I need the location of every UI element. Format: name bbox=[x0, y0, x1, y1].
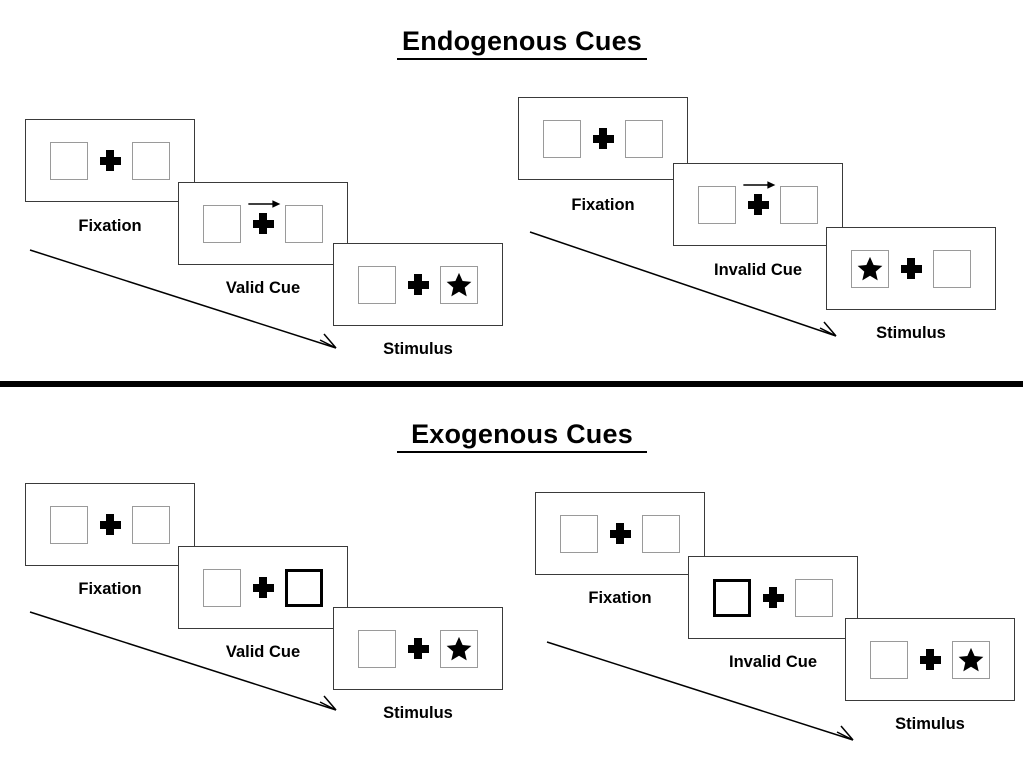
panel-exogenous-invalid-cue[interactable] bbox=[688, 556, 858, 639]
panel-content bbox=[560, 512, 680, 556]
section-title-endogenous: Endogenous Cues bbox=[397, 26, 647, 60]
star-target-icon bbox=[445, 271, 473, 299]
right-box bbox=[795, 578, 833, 617]
left-box bbox=[560, 514, 598, 553]
left-box bbox=[851, 249, 889, 288]
arrow-right-cue-icon bbox=[743, 180, 776, 189]
right-box bbox=[440, 629, 478, 668]
panel-content bbox=[50, 503, 170, 547]
right-box-cued bbox=[285, 568, 323, 607]
panel-exogenous-invalid-stimulus[interactable] bbox=[845, 618, 1015, 701]
stage-label-exogenous-valid-stimulus: Stimulus bbox=[383, 704, 453, 722]
panel-exogenous-invalid-fixation[interactable] bbox=[535, 492, 705, 575]
right-box bbox=[132, 505, 170, 544]
left-box-cued bbox=[713, 578, 751, 617]
panel-content bbox=[870, 638, 990, 682]
panel-endogenous-invalid-fixation[interactable] bbox=[518, 97, 688, 180]
fixation-cross-icon bbox=[88, 503, 132, 547]
fixation-cross-icon bbox=[581, 117, 625, 161]
panel-exogenous-valid-stimulus[interactable] bbox=[333, 607, 503, 690]
stage-label-exogenous-valid-cue: Valid Cue bbox=[225, 643, 301, 661]
panel-content bbox=[851, 247, 971, 291]
panel-content bbox=[50, 139, 170, 183]
fixation-cross-icon bbox=[889, 247, 933, 291]
right-box bbox=[952, 640, 990, 679]
stage-label-endogenous-valid-fixation: Fixation bbox=[78, 217, 142, 235]
fixation-cross-icon bbox=[241, 199, 285, 246]
stage-label-endogenous-invalid-fixation: Fixation bbox=[571, 196, 635, 214]
fixation-cross-icon bbox=[396, 627, 440, 671]
section-title-exogenous: Exogenous Cues bbox=[397, 419, 647, 453]
left-box bbox=[203, 204, 241, 243]
panel-endogenous-valid-fixation[interactable] bbox=[25, 119, 195, 202]
panel-content bbox=[203, 566, 323, 610]
panel-endogenous-invalid-cue[interactable] bbox=[673, 163, 843, 246]
left-box bbox=[50, 505, 88, 544]
left-box bbox=[870, 640, 908, 679]
panel-endogenous-invalid-stimulus[interactable] bbox=[826, 227, 996, 310]
left-box bbox=[358, 629, 396, 668]
panel-endogenous-valid-cue[interactable] bbox=[178, 182, 348, 265]
left-box bbox=[543, 119, 581, 158]
left-box bbox=[203, 568, 241, 607]
fixation-cross-icon bbox=[736, 180, 780, 227]
left-box bbox=[698, 185, 736, 224]
stage-label-endogenous-valid-stimulus: Stimulus bbox=[383, 340, 453, 358]
left-box bbox=[50, 141, 88, 180]
panel-content bbox=[543, 117, 663, 161]
fixation-cross-icon bbox=[751, 576, 795, 620]
panel-content bbox=[713, 576, 833, 620]
right-box bbox=[625, 119, 663, 158]
stage-label-exogenous-invalid-stimulus: Stimulus bbox=[895, 715, 965, 733]
right-box bbox=[132, 141, 170, 180]
section-divider bbox=[0, 381, 1023, 387]
stage-label-endogenous-invalid-stimulus: Stimulus bbox=[876, 324, 946, 342]
panel-exogenous-valid-cue[interactable] bbox=[178, 546, 348, 629]
arrow-right-cue-icon bbox=[248, 199, 281, 208]
panel-content bbox=[203, 199, 323, 246]
right-box bbox=[780, 185, 818, 224]
fixation-cross-icon bbox=[241, 566, 285, 610]
fixation-cross-icon bbox=[908, 638, 952, 682]
panel-content bbox=[358, 627, 478, 671]
fixation-cross-icon bbox=[396, 263, 440, 307]
stage-label-endogenous-valid-cue: Valid Cue bbox=[225, 279, 301, 297]
panel-exogenous-valid-fixation[interactable] bbox=[25, 483, 195, 566]
right-box bbox=[285, 204, 323, 243]
right-box bbox=[933, 249, 971, 288]
left-box bbox=[358, 265, 396, 304]
right-box bbox=[642, 514, 680, 553]
panel-content bbox=[358, 263, 478, 307]
stage-label-endogenous-invalid-cue: Invalid Cue bbox=[713, 261, 803, 279]
panel-content bbox=[698, 180, 818, 227]
star-target-icon bbox=[856, 255, 884, 283]
stage-label-exogenous-invalid-fixation: Fixation bbox=[588, 589, 652, 607]
star-target-icon bbox=[445, 635, 473, 663]
star-target-icon bbox=[957, 646, 985, 674]
right-box bbox=[440, 265, 478, 304]
stage-label-exogenous-invalid-cue: Invalid Cue bbox=[728, 653, 818, 671]
fixation-cross-icon bbox=[598, 512, 642, 556]
fixation-cross-icon bbox=[88, 139, 132, 183]
stage-label-exogenous-valid-fixation: Fixation bbox=[78, 580, 142, 598]
panel-endogenous-valid-stimulus[interactable] bbox=[333, 243, 503, 326]
